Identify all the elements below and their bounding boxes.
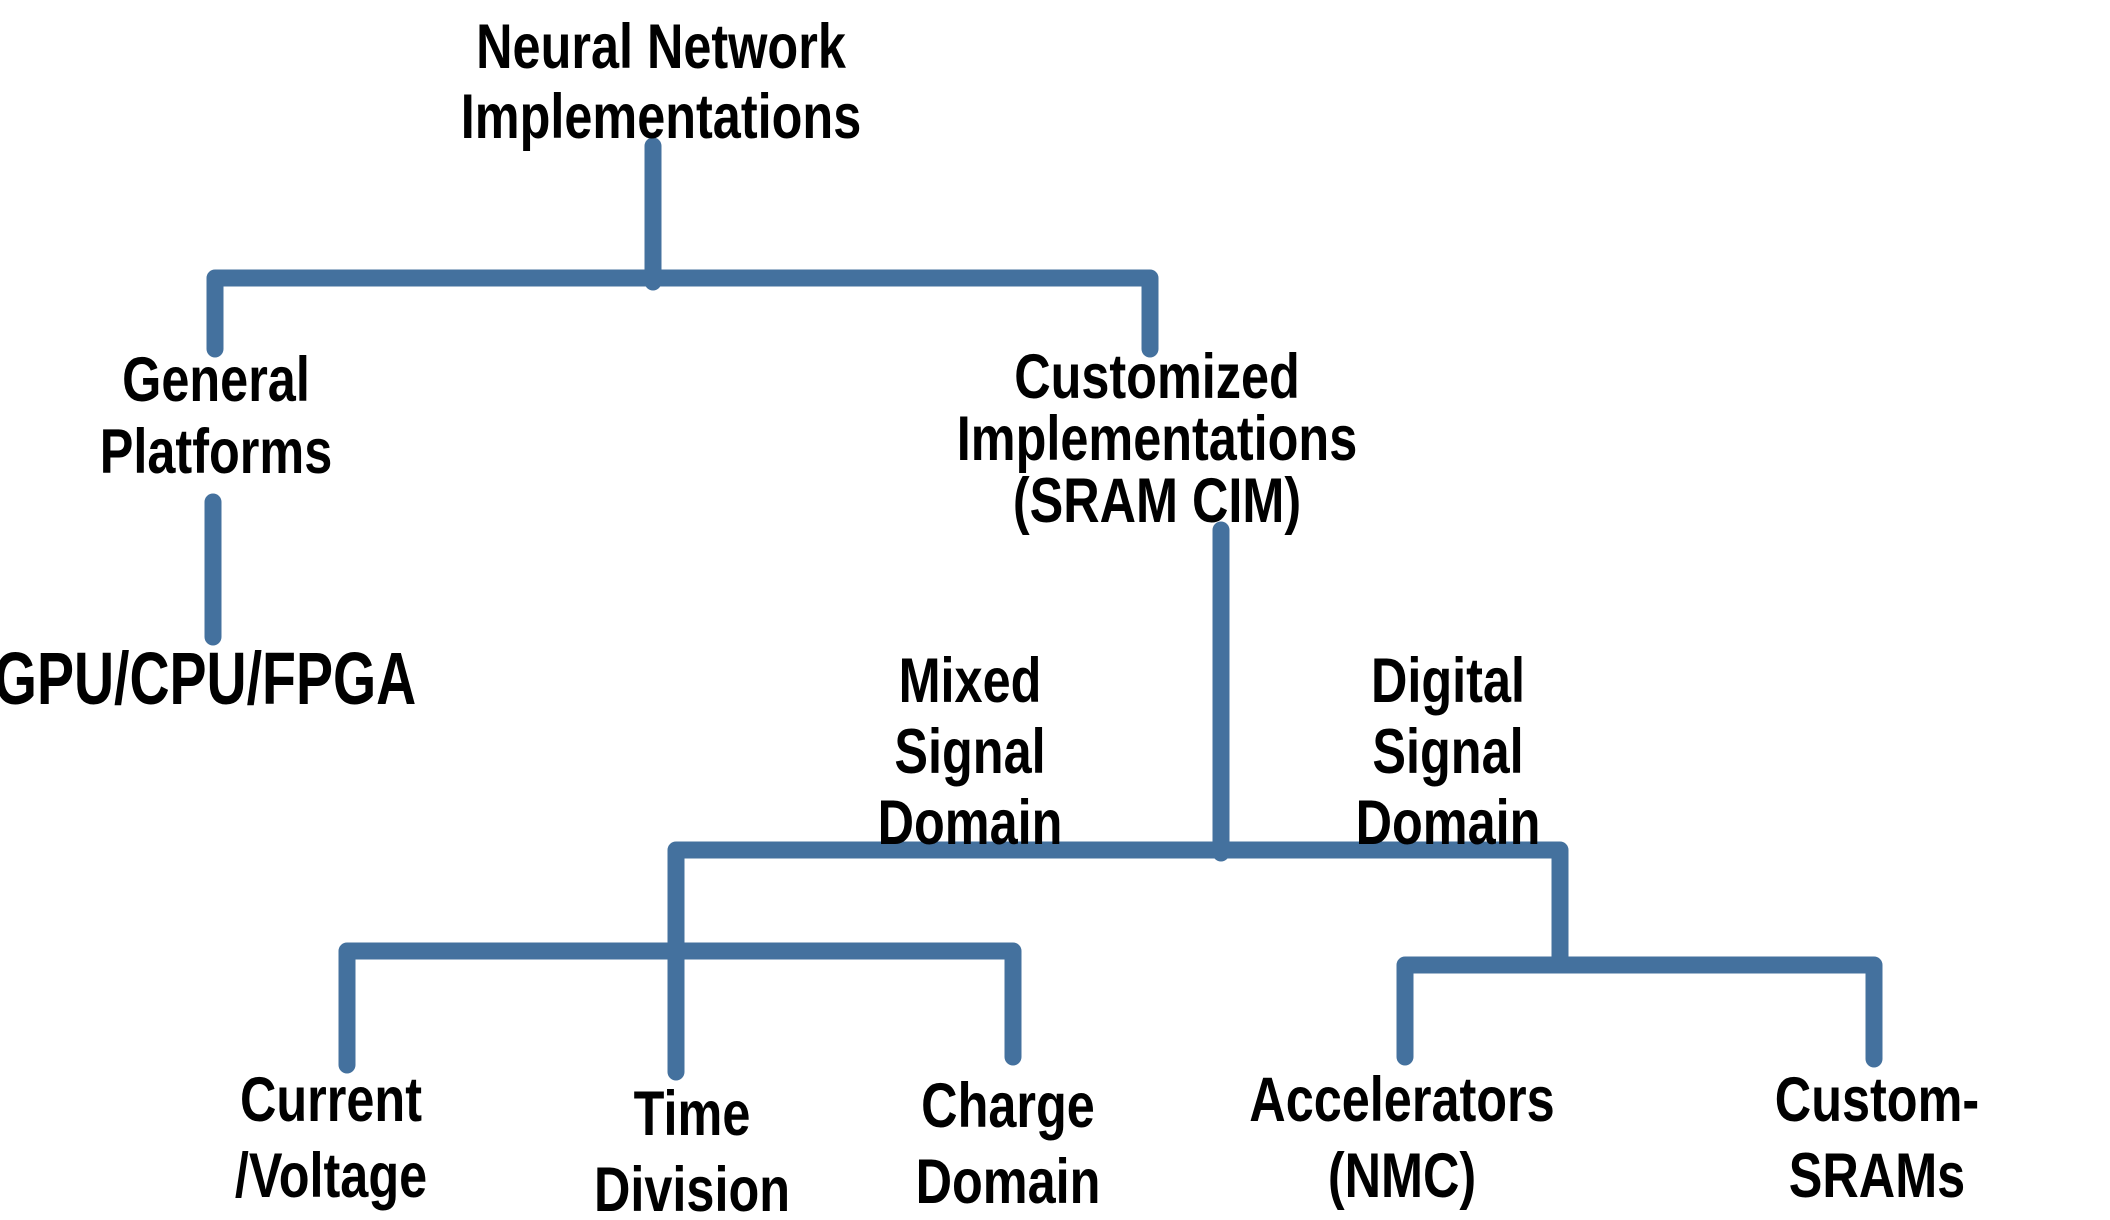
- node-time-division: Time Division: [593, 1079, 791, 1220]
- connector-level2: [667, 841, 1569, 1081]
- node-accelerators-nmc: Accelerators (NMC): [1249, 1065, 1555, 1211]
- connector-level4-digital-children: [1396, 956, 1883, 1068]
- node-customized-implementations-sram-cim: Customized Implementations (SRAM CIM): [956, 342, 1358, 536]
- node-gpu-cpu-fpga: GPU/CPU/FPGA: [0, 637, 417, 720]
- node-mixed-signal-domain: Mixed Signal Domain: [877, 646, 1063, 858]
- node-custom-srams-imc: Custom-SRAMs (IMC): [1774, 1065, 1980, 1220]
- node-charge-domain: Charge Domain: [915, 1071, 1101, 1217]
- node-neural-network-implementations: Neural Network Implementations: [460, 12, 862, 152]
- node-current-voltage: Current /Voltage: [234, 1065, 428, 1211]
- connector-level1: [206, 269, 1159, 358]
- connector-level3-mixed-children: [338, 942, 1022, 1074]
- node-digital-signal-domain: Digital Signal Domain: [1355, 646, 1541, 858]
- node-general-platforms: General Platforms: [99, 345, 333, 487]
